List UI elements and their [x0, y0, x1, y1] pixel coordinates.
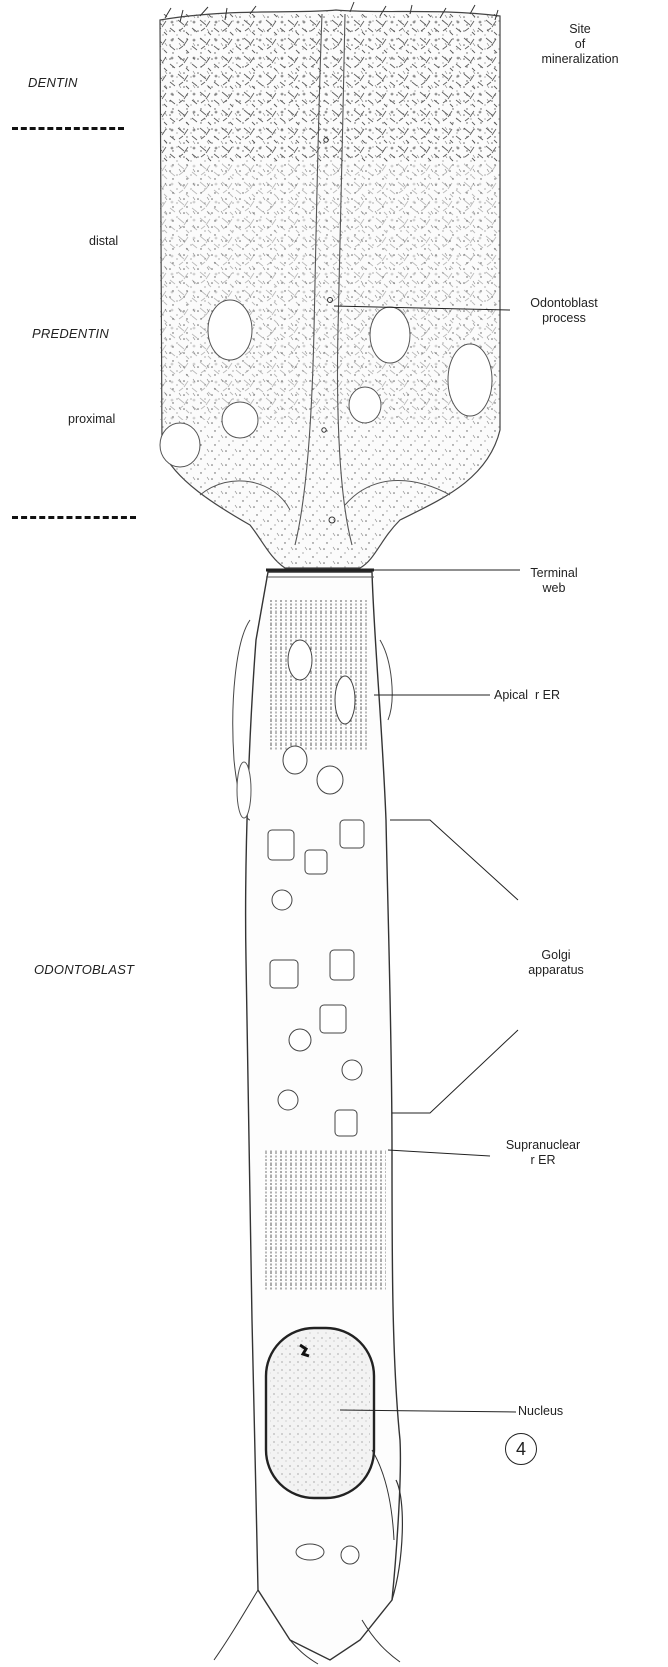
- label-terminal-web: Terminal web: [516, 566, 592, 596]
- terminal-line-2: web: [516, 581, 592, 596]
- supranuclear-line-2: r ER: [488, 1153, 598, 1168]
- boundary-dentin-predentin: [12, 127, 124, 130]
- figure-number: 4: [505, 1433, 537, 1465]
- odontoblast-cell: [214, 570, 402, 1664]
- process-line-1: Odontoblast: [504, 296, 624, 311]
- predentin-suffix: DENTIN: [59, 326, 109, 341]
- label-odontoblast-process: Odontoblast process: [504, 296, 624, 326]
- site-line-1: Site: [510, 22, 650, 37]
- site-line-3: mineralization: [510, 52, 650, 67]
- process-line-2: process: [504, 311, 624, 326]
- supranuclear-line-1: Supranuclear: [488, 1138, 598, 1153]
- region-label-odontoblast: ODONTOBLAST: [34, 962, 134, 977]
- region-label-distal: distal: [89, 234, 118, 249]
- terminal-line-1: Terminal: [516, 566, 592, 581]
- predentin-block: [160, 2, 500, 568]
- label-site-of-mineralization: Site of mineralization: [510, 22, 650, 67]
- predentin-prefix: PRE: [32, 326, 59, 341]
- region-label-predentin: PREDENTIN: [32, 326, 109, 341]
- boundary-predentin-odontoblast: [12, 516, 136, 519]
- label-apical-rer: Apical r ER: [494, 688, 560, 703]
- label-supranuclear-rer: Supranuclear r ER: [488, 1138, 598, 1168]
- region-label-proximal: proximal: [68, 412, 115, 427]
- label-nucleus: Nucleus: [518, 1404, 563, 1419]
- golgi-line-1: Golgi: [510, 948, 602, 963]
- golgi-line-2: apparatus: [510, 963, 602, 978]
- label-golgi-apparatus: Golgi apparatus: [510, 948, 602, 978]
- site-line-2: of: [510, 37, 650, 52]
- region-label-dentin: DENTIN: [28, 75, 78, 90]
